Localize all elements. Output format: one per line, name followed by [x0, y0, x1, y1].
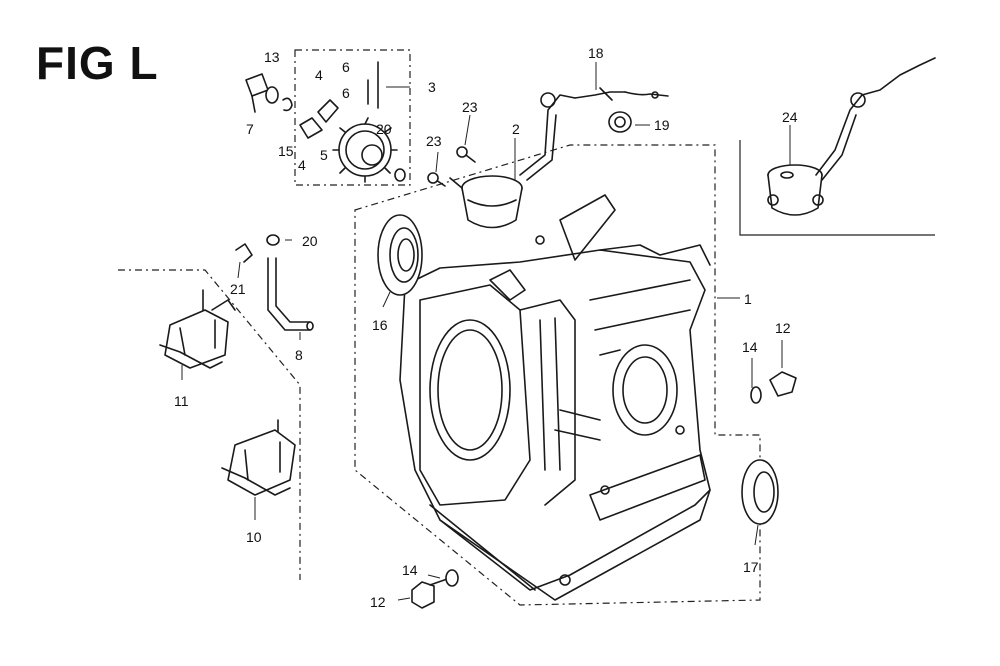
drain-bolt-right — [750, 371, 797, 404]
clip-part-a — [317, 99, 339, 123]
governor-gear-part — [332, 117, 398, 183]
wire-part — [574, 87, 669, 101]
callout-8: 8 — [295, 347, 303, 363]
oil-seal-part — [741, 459, 779, 525]
clip-part-b — [299, 117, 323, 139]
breather-tube-part — [267, 257, 314, 331]
callout-14-right: 14 — [742, 339, 758, 355]
gear-group-frame — [294, 49, 411, 186]
engine-mount-part-11 — [159, 289, 236, 369]
oil-sensor-part — [449, 92, 576, 229]
callout-20-left: 20 — [302, 233, 318, 249]
drain-bolt-bottom — [411, 569, 459, 609]
callout-17: 17 — [743, 559, 759, 575]
clip-part-15 — [282, 97, 293, 112]
callout-7: 7 — [246, 121, 254, 137]
clamp-part — [235, 243, 253, 263]
figure-title: FIG L — [36, 37, 159, 89]
bolt-part-b — [427, 172, 446, 187]
callout-12-bottom: 12 — [370, 594, 386, 610]
callout-24: 24 — [782, 109, 798, 125]
washer-part — [265, 86, 279, 104]
callout-1: 1 — [744, 291, 752, 307]
callout-18: 18 — [588, 45, 604, 61]
callout-21: 21 — [230, 281, 246, 297]
shaft-part — [245, 73, 269, 113]
callout-16: 16 — [372, 317, 388, 333]
bearing-part — [377, 214, 423, 296]
callout-3: 3 — [428, 79, 436, 95]
callout-23-upper: 23 — [462, 99, 478, 115]
callout-14-bottom: 14 — [402, 562, 418, 578]
sensor-assembly-part — [767, 57, 936, 216]
callout-15: 15 — [278, 143, 294, 159]
washer-part-20a — [394, 168, 406, 182]
bolt-part-a — [456, 146, 476, 163]
callout-11: 11 — [174, 393, 189, 409]
callout-2: 2 — [512, 121, 520, 137]
callout-10: 10 — [246, 529, 262, 545]
crankcase-part — [399, 194, 711, 601]
callout-13: 13 — [264, 49, 280, 65]
callout-4-upper: 4 — [315, 67, 323, 83]
callout-6-lower: 6 — [342, 85, 350, 101]
sensor-group-frame — [739, 140, 935, 236]
callout-6-upper: 6 — [342, 59, 350, 75]
callout-20-upper: 20 — [376, 121, 392, 137]
engine-mount-part-10 — [221, 419, 296, 496]
cap-part — [608, 111, 632, 133]
callout-23-lower: 23 — [426, 133, 442, 149]
callout-4-lower: 4 — [298, 157, 306, 173]
leader-lines — [181, 62, 791, 601]
callout-19: 19 — [654, 117, 670, 133]
callout-5: 5 — [320, 147, 328, 163]
callout-12-right: 12 — [775, 320, 791, 336]
crankcase-group-frame — [354, 144, 761, 606]
washer-part-20b — [266, 234, 280, 246]
